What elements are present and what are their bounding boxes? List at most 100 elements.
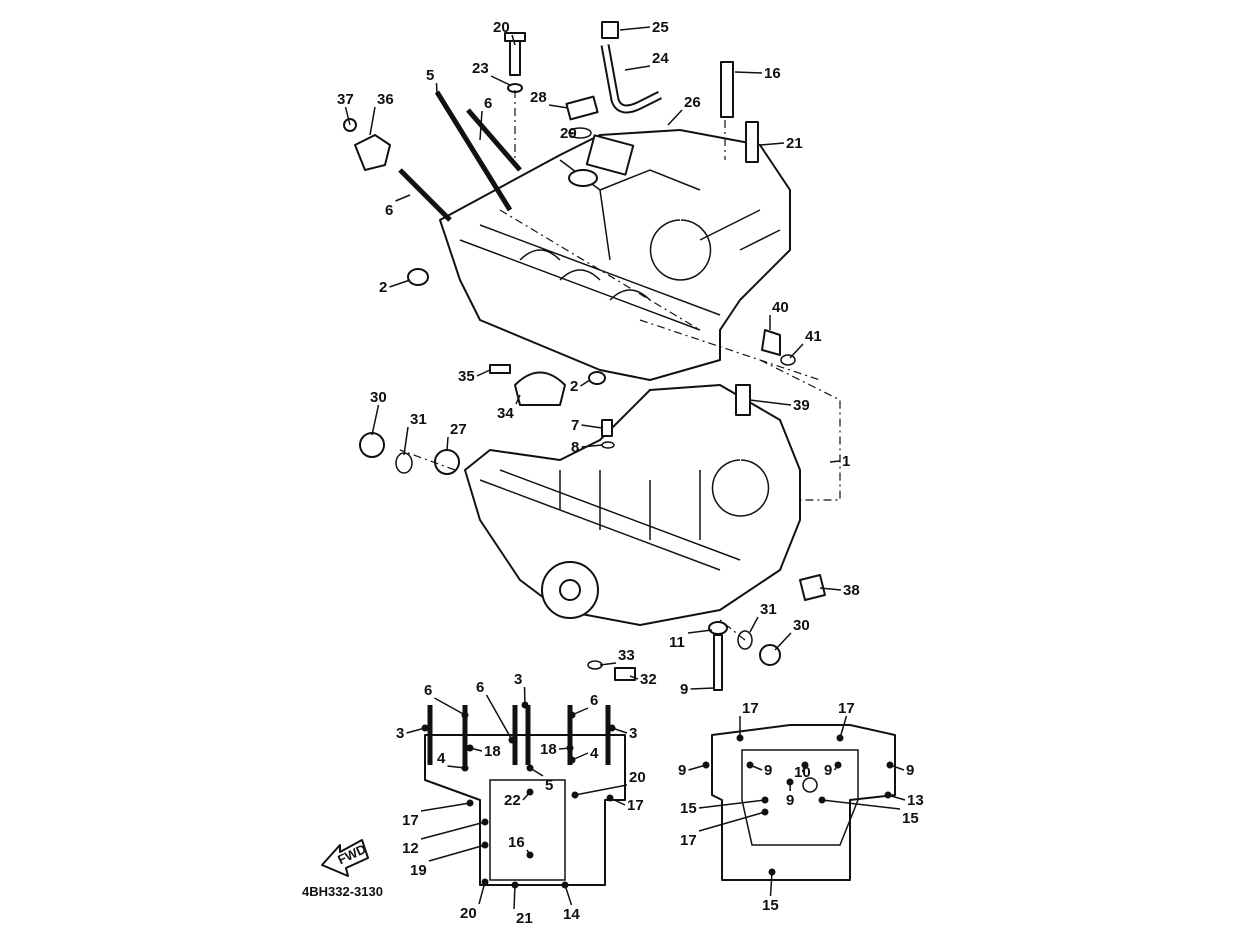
lower-case-bottom-view: [711, 724, 896, 881]
callout-label: 3: [629, 725, 637, 742]
callout-label: 11: [669, 634, 685, 651]
fastener-dot: [608, 724, 616, 732]
leader-line: [839, 715, 848, 739]
callout-label: 38: [843, 582, 860, 599]
callout-label: 37: [337, 91, 354, 108]
leader-line: [698, 811, 766, 832]
fastener-dot: [884, 791, 892, 799]
leader-line: [476, 369, 491, 377]
fastener-dot: [702, 761, 710, 769]
leader-line: [478, 881, 486, 905]
callout-label: 21: [786, 135, 803, 152]
leader-line: [599, 662, 617, 666]
callout-label: 34: [497, 405, 514, 422]
callout-label: 28: [530, 89, 547, 106]
callout-label: 31: [760, 601, 777, 618]
leader-line: [371, 404, 380, 436]
callout-label: 8: [571, 439, 579, 456]
leader-line: [580, 379, 591, 387]
callout-label: 29: [560, 125, 577, 142]
leader-line: [564, 884, 573, 906]
callout-label: 9: [678, 762, 686, 779]
leader-line: [667, 109, 683, 126]
leader-line: [749, 616, 759, 633]
fastener-dot: [801, 761, 809, 769]
callout-label: 9: [906, 762, 914, 779]
fastener-dot: [736, 734, 744, 742]
callout-label: 15: [680, 800, 697, 817]
leader-line: [789, 343, 804, 359]
callout-label: 35: [458, 368, 475, 385]
fastener-dot: [566, 744, 574, 752]
fastener-dot: [481, 841, 489, 849]
leader-line: [420, 821, 486, 840]
callout-label: 9: [764, 762, 772, 779]
leader-line: [698, 799, 766, 809]
leader-line: [574, 784, 628, 796]
leader-line: [619, 26, 651, 31]
fastener-dot: [481, 878, 489, 886]
callout-label: 17: [838, 700, 855, 717]
leader-line: [774, 632, 792, 651]
fastener-dot: [461, 711, 469, 719]
callout-label: 17: [742, 700, 759, 717]
callout-label: 20: [460, 905, 477, 922]
fastener-dot: [526, 851, 534, 859]
callout-leaders: [344, 26, 906, 910]
leader-line: [829, 460, 841, 463]
callout-label: 40: [772, 299, 789, 316]
callout-label: 3: [514, 671, 522, 688]
callout-label: 17: [402, 812, 419, 829]
callout-label: 23: [472, 60, 489, 77]
callout-label: 12: [402, 840, 419, 857]
leader-line: [513, 884, 516, 910]
leader-line: [624, 65, 651, 71]
leader-line: [734, 71, 763, 74]
callout-label: 13: [907, 792, 924, 809]
callout-label: 27: [450, 421, 467, 438]
callout-label: 20: [629, 769, 646, 786]
fastener-dot: [818, 796, 826, 804]
fastener-dot: [571, 791, 579, 799]
leader-line: [446, 436, 449, 451]
leader-line: [687, 629, 713, 634]
callout-label: 18: [484, 743, 501, 760]
callout-label: 7: [571, 417, 579, 434]
callout-label: 6: [385, 202, 393, 219]
callout-label: 41: [805, 328, 822, 345]
callout-label: 36: [377, 91, 394, 108]
callout-label: 2: [379, 279, 387, 296]
callout-label: 15: [902, 810, 919, 827]
callout-label: 4: [590, 745, 599, 762]
callout-label: 9: [786, 792, 794, 809]
callout-label: 39: [793, 397, 810, 414]
fastener-dot: [606, 794, 614, 802]
fastener-dot: [481, 818, 489, 826]
leader-line: [479, 110, 483, 141]
fastener-dot: [886, 761, 894, 769]
callout-label: 19: [410, 862, 427, 879]
fastener-dot: [568, 711, 576, 719]
diagram-code: 4BH332-3130: [302, 884, 383, 899]
callout-label: 4: [437, 750, 446, 767]
callout-label: 6: [590, 692, 598, 709]
callout-label: 16: [508, 834, 525, 851]
leader-line: [403, 426, 409, 456]
fastener-dot: [511, 881, 519, 889]
leader-line: [515, 394, 521, 405]
fastener-dot: [526, 788, 534, 796]
leader-line: [749, 399, 792, 406]
callout-label: 22: [504, 792, 521, 809]
leader-line: [428, 844, 486, 862]
callout-label: 3: [396, 725, 404, 742]
callout-label: 30: [370, 389, 387, 406]
leader-line: [629, 675, 639, 680]
callout-label: 10: [794, 764, 811, 781]
leader-line: [435, 82, 438, 96]
callout-label: 25: [652, 19, 669, 36]
leader-line: [821, 799, 901, 810]
callout-label: 32: [640, 671, 657, 688]
callout-label: 5: [426, 67, 434, 84]
